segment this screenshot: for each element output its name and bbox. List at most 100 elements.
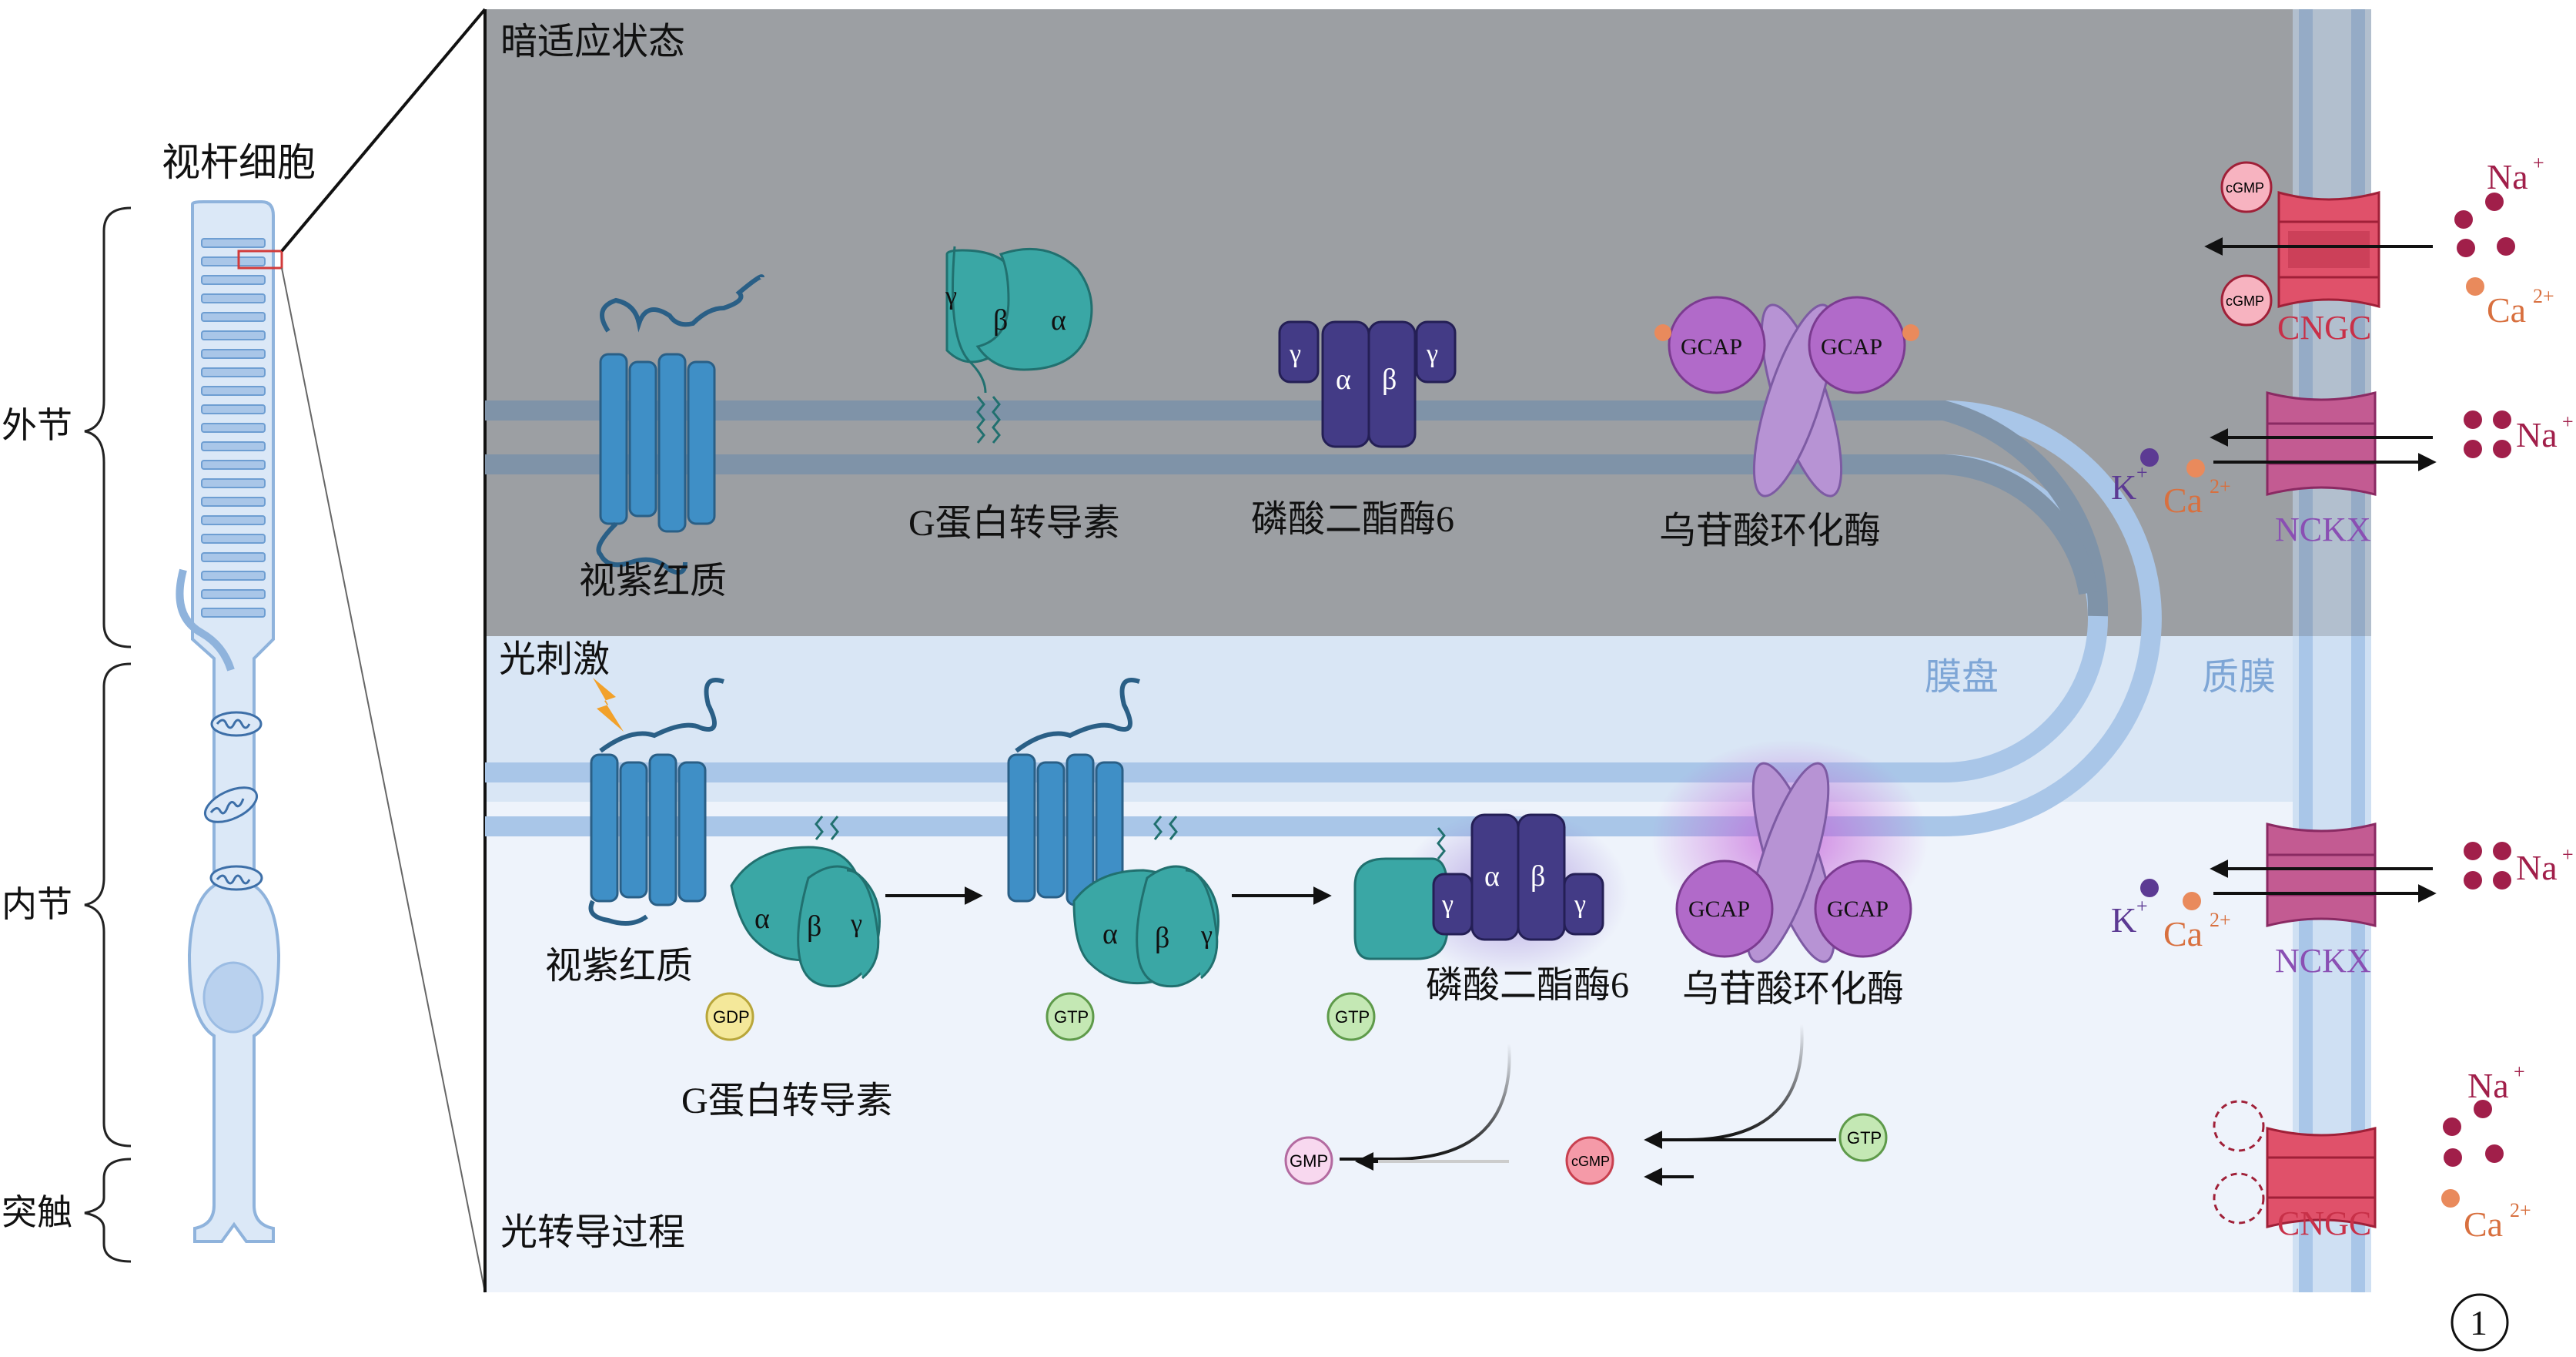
- na-charge-4: +: [2514, 1060, 2525, 1083]
- inner-segment-label: 内节: [2, 885, 72, 924]
- pde-alpha-light: α: [1484, 860, 1500, 893]
- nucleus: [202, 961, 264, 1034]
- gmp-label: GMP: [1290, 1151, 1328, 1171]
- cgmp-top-dark: cGMP: [2226, 180, 2264, 196]
- cgmp-token-light: [1565, 1136, 1614, 1185]
- outer-segment-label: 外节: [2, 406, 72, 445]
- nckx-dark-label: NCKX: [2275, 511, 2371, 548]
- pde-beta-dark: β: [1382, 364, 1397, 396]
- na-label-3: Na: [2516, 848, 2558, 887]
- phototransduction-title: 光转导过程: [500, 1212, 685, 1253]
- gcap-right-dark: GCAP: [1821, 334, 1882, 360]
- transducin-beta-complex: β: [1155, 922, 1169, 954]
- gc-light-label: 乌苷酸环化酶: [1682, 969, 1904, 1010]
- na-charge-3: +: [2562, 843, 2574, 866]
- transducin-gamma-complex: γ: [1200, 921, 1213, 950]
- ca-charge-1: 2+: [2533, 285, 2554, 307]
- pde-light-label: 磷酸二酯酶6: [1426, 965, 1629, 1006]
- cngc-closed: CNGC: [2213, 1100, 2377, 1242]
- ca-charge-3: 2+: [2210, 909, 2231, 931]
- pde-gamma-left-dark: γ: [1289, 340, 1301, 368]
- zoom-line-top: [280, 8, 487, 253]
- pde-light: γ α β γ GTP 磷酸二酯酶6: [1326, 809, 1629, 1041]
- plasma-membrane-label: 质膜: [2202, 657, 2276, 698]
- disc-membrane-label: 膜盘: [1925, 657, 1999, 698]
- transducin-gamma-dark: γ: [945, 282, 957, 310]
- ca-label-4: Ca: [2464, 1205, 2503, 1244]
- transducin-alpha-dark: α: [1051, 304, 1066, 337]
- gcap-right-light: GCAP: [1827, 896, 1889, 922]
- pde-beta-light: β: [1531, 860, 1545, 893]
- zoom-region-box: [237, 250, 283, 270]
- outer-segment-brace: [84, 206, 132, 648]
- transducin-gamma-gdp: γ: [850, 910, 862, 938]
- rhodopsin-dark: 视紫红质: [579, 274, 764, 601]
- gtp-token-3: [1838, 1113, 1888, 1162]
- gcap-left-dark: GCAP: [1681, 334, 1742, 360]
- gtp-token-2: GTP: [1335, 1007, 1370, 1027]
- gc-dark-label: 乌苷酸环化酶: [1659, 511, 1881, 551]
- pde-gamma-left-light: γ: [1441, 890, 1454, 919]
- cgmp-label-light: cGMP: [1571, 1154, 1610, 1169]
- inner-segment-brace: [84, 662, 132, 1148]
- figure-number-circle: [2451, 1293, 2509, 1352]
- ions-light: Na + K + Ca 2+ Na + Ca 2+: [2111, 842, 2574, 1244]
- transducin-alpha-gdp: α: [754, 903, 770, 935]
- rhodopsin-light: 视紫红质: [545, 678, 724, 987]
- transducin-beta-dark: β: [993, 304, 1008, 337]
- gmp-token: [1284, 1136, 1333, 1185]
- transducin-beta-gdp: β: [807, 910, 821, 943]
- cngc-dark: cGMP cGMP CNGC: [2204, 161, 2433, 347]
- k-charge-1: +: [2136, 461, 2148, 484]
- na-charge-1: +: [2533, 152, 2544, 174]
- gtp-token-1: GTP: [1054, 1007, 1089, 1027]
- cngc-closed-label: CNGC: [2277, 1205, 2371, 1242]
- synapse-label: 突触: [2, 1193, 72, 1232]
- ions-dark: Na + Ca 2+ Na + K + Ca 2+: [2111, 152, 2574, 520]
- pde-dark-label: 磷酸二酯酶6: [1251, 499, 1454, 540]
- transducin-dark-label: G蛋白转导素: [908, 503, 1120, 544]
- nckx-light: NCKX: [2210, 823, 2437, 980]
- mitochondria: [203, 711, 263, 891]
- light-stimulus-title: 光刺激: [499, 639, 610, 680]
- gcap-left-light: GCAP: [1688, 896, 1750, 922]
- transducin-light-label: G蛋白转导素: [681, 1081, 893, 1121]
- transducin-dark: γ β α G蛋白转导素: [908, 246, 1120, 544]
- k-charge-2: +: [2136, 895, 2148, 917]
- na-label-2: Na: [2516, 415, 2558, 454]
- nckx-dark: NCKX: [2210, 391, 2437, 548]
- pde-alpha-dark: α: [1336, 364, 1351, 396]
- guanylate-cyclase-dark: GCAP GCAP 乌苷酸环化酶: [1654, 296, 1919, 551]
- na-charge-2: +: [2562, 410, 2574, 433]
- nckx-light-label: NCKX: [2275, 942, 2371, 980]
- ca-label-3: Ca: [2163, 914, 2203, 953]
- synapse-brace: [84, 1158, 132, 1263]
- pde-gamma-right-dark: γ: [1426, 340, 1438, 368]
- gtp-label-3: GTP: [1847, 1128, 1882, 1148]
- rod-cell-title: 视杆细胞: [162, 141, 316, 184]
- zoom-line-bottom: [281, 267, 486, 1293]
- guanylate-cyclase-light: GCAP GCAP 乌苷酸环化酶: [1651, 739, 1929, 1010]
- transducin-alpha-complex: α: [1102, 918, 1118, 950]
- pde-dark: γ α β γ 磷酸二酯酶6: [1251, 320, 1457, 540]
- na-label-1: Na: [2487, 157, 2528, 196]
- dark-state-title: 暗适应状态: [500, 22, 685, 62]
- ca-label-2: Ca: [2163, 481, 2203, 520]
- k-label-1: K: [2111, 467, 2136, 507]
- disc-membrane-outer: [485, 400, 2162, 836]
- rhodopsin-light-label: 视紫红质: [545, 946, 693, 987]
- ca-charge-2: 2+: [2210, 475, 2231, 498]
- rod-cell-panel: 视杆细胞 外节 内节 突触: [2, 141, 316, 1263]
- ca-charge-4: 2+: [2510, 1199, 2531, 1221]
- rhodopsin-dark-label: 视紫红质: [579, 561, 727, 601]
- rhodopsin-transducin-gtp: α β γ GTP: [1007, 678, 1219, 1041]
- na-label-4: Na: [2467, 1066, 2509, 1105]
- connecting-cilium: [176, 568, 235, 672]
- cngc-dark-label: CNGC: [2277, 309, 2371, 347]
- light-lightning-icon: [593, 678, 624, 732]
- gdp-token: GDP: [713, 1007, 750, 1027]
- arrow-pde-hydrolysis: [1340, 1043, 1511, 1161]
- rod-discs: [201, 238, 266, 618]
- k-label-2: K: [2111, 900, 2136, 940]
